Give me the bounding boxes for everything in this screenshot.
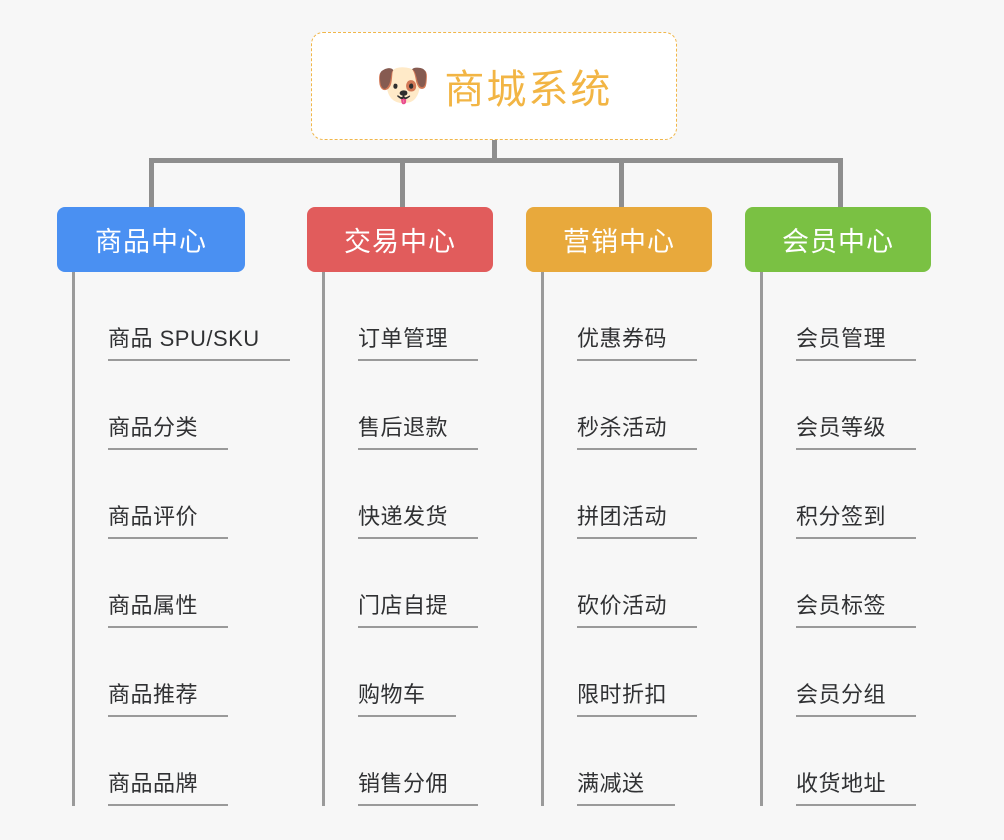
leaf-item-label: 会员分组 bbox=[796, 684, 917, 717]
leaf-item-label: 砍价活动 bbox=[577, 595, 698, 628]
leaf-item[interactable]: 快递发货 bbox=[322, 450, 493, 539]
leaf-item[interactable]: 砍价活动 bbox=[541, 539, 712, 628]
leaf-item-label: 商品属性 bbox=[108, 595, 229, 628]
leaf-item[interactable]: 限时折扣 bbox=[541, 628, 712, 717]
leaf-item[interactable]: 销售分佣 bbox=[322, 717, 493, 806]
leaf-item[interactable]: 拼团活动 bbox=[541, 450, 712, 539]
connector-drop-2 bbox=[400, 158, 405, 208]
leaf-item[interactable]: 商品 SPU/SKU bbox=[72, 272, 290, 361]
leaf-item[interactable]: 售后退款 bbox=[322, 361, 493, 450]
leaf-item[interactable]: 会员管理 bbox=[760, 272, 931, 361]
leaf-item-label: 会员管理 bbox=[796, 328, 917, 361]
leaf-item-label: 秒杀活动 bbox=[577, 417, 698, 450]
dog-face-icon: 🐶 bbox=[375, 61, 431, 110]
leaf-item[interactable]: 会员标签 bbox=[760, 539, 931, 628]
category-branch-4: 会员管理会员等级积分签到会员标签会员分组收货地址 bbox=[760, 272, 931, 806]
leaf-item[interactable]: 商品分类 bbox=[72, 361, 245, 450]
leaf-item-label: 商品分类 bbox=[108, 417, 229, 450]
leaf-item[interactable]: 会员等级 bbox=[760, 361, 931, 450]
leaf-item[interactable]: 商品属性 bbox=[72, 539, 245, 628]
root-node-shopping-mall-system[interactable]: 🐶 商城系统 bbox=[311, 32, 677, 140]
category-header-label: 商品中心 bbox=[95, 227, 207, 257]
category-column-3: 营销中心优惠券码秒杀活动拼团活动砍价活动限时折扣满减送 bbox=[526, 207, 712, 806]
leaf-item-label: 售后退款 bbox=[358, 417, 479, 450]
leaf-item[interactable]: 门店自提 bbox=[322, 539, 493, 628]
leaf-item[interactable]: 商品品牌 bbox=[72, 717, 245, 806]
category-branch-2: 订单管理售后退款快递发货门店自提购物车销售分佣 bbox=[322, 272, 493, 806]
category-column-2: 交易中心订单管理售后退款快递发货门店自提购物车销售分佣 bbox=[307, 207, 493, 806]
leaf-item-label: 满减送 bbox=[577, 773, 675, 806]
leaf-item-label: 购物车 bbox=[358, 684, 456, 717]
leaf-item[interactable]: 满减送 bbox=[541, 717, 712, 806]
leaf-item-label: 商品评价 bbox=[108, 506, 229, 539]
leaf-item-label: 商品 SPU/SKU bbox=[108, 328, 290, 361]
leaf-item-label: 会员标签 bbox=[796, 595, 917, 628]
category-header-4[interactable]: 会员中心 bbox=[745, 207, 931, 272]
leaf-item[interactable]: 积分签到 bbox=[760, 450, 931, 539]
leaf-item[interactable]: 秒杀活动 bbox=[541, 361, 712, 450]
connector-drop-1 bbox=[149, 158, 154, 208]
category-column-1: 商品中心商品 SPU/SKU 商品分类商品评价商品属性商品推荐商品品牌 bbox=[57, 207, 290, 806]
leaf-item-label: 商品品牌 bbox=[108, 773, 229, 806]
root-node-title: 商城系统 bbox=[444, 68, 613, 112]
branch-spine bbox=[322, 272, 325, 806]
category-header-3[interactable]: 营销中心 bbox=[526, 207, 712, 272]
category-header-label: 交易中心 bbox=[344, 227, 456, 257]
leaf-item-label: 拼团活动 bbox=[577, 506, 698, 539]
leaf-item-label: 会员等级 bbox=[796, 417, 917, 450]
leaf-item[interactable]: 购物车 bbox=[322, 628, 493, 717]
leaf-item[interactable]: 收货地址 bbox=[760, 717, 931, 806]
category-header-1[interactable]: 商品中心 bbox=[57, 207, 245, 272]
leaf-item[interactable]: 订单管理 bbox=[322, 272, 493, 361]
branch-spine bbox=[541, 272, 544, 806]
connector-drop-4 bbox=[838, 158, 843, 208]
leaf-item-label: 订单管理 bbox=[358, 328, 479, 361]
leaf-item-label: 限时折扣 bbox=[577, 684, 698, 717]
leaf-item-label: 优惠券码 bbox=[577, 328, 698, 361]
leaf-item-label: 快递发货 bbox=[358, 506, 479, 539]
category-header-2[interactable]: 交易中心 bbox=[307, 207, 493, 272]
branch-spine bbox=[72, 272, 75, 806]
category-column-4: 会员中心会员管理会员等级积分签到会员标签会员分组收货地址 bbox=[745, 207, 931, 806]
branch-spine bbox=[760, 272, 763, 806]
leaf-item-label: 门店自提 bbox=[358, 595, 479, 628]
category-header-label: 营销中心 bbox=[563, 227, 675, 257]
leaf-item-label: 销售分佣 bbox=[358, 773, 479, 806]
category-header-label: 会员中心 bbox=[782, 227, 894, 257]
connector-root-stem bbox=[492, 140, 497, 162]
category-branch-1: 商品 SPU/SKU 商品分类商品评价商品属性商品推荐商品品牌 bbox=[72, 272, 290, 806]
connector-drop-3 bbox=[619, 158, 624, 208]
leaf-item[interactable]: 会员分组 bbox=[760, 628, 931, 717]
leaf-item[interactable]: 商品推荐 bbox=[72, 628, 245, 717]
leaf-item-label: 商品推荐 bbox=[108, 684, 229, 717]
leaf-item[interactable]: 优惠券码 bbox=[541, 272, 712, 361]
leaf-item-label: 收货地址 bbox=[796, 773, 917, 806]
category-branch-3: 优惠券码秒杀活动拼团活动砍价活动限时折扣满减送 bbox=[541, 272, 712, 806]
leaf-item-label: 积分签到 bbox=[796, 506, 917, 539]
connector-horizontal-bus bbox=[149, 158, 841, 163]
leaf-item[interactable]: 商品评价 bbox=[72, 450, 245, 539]
